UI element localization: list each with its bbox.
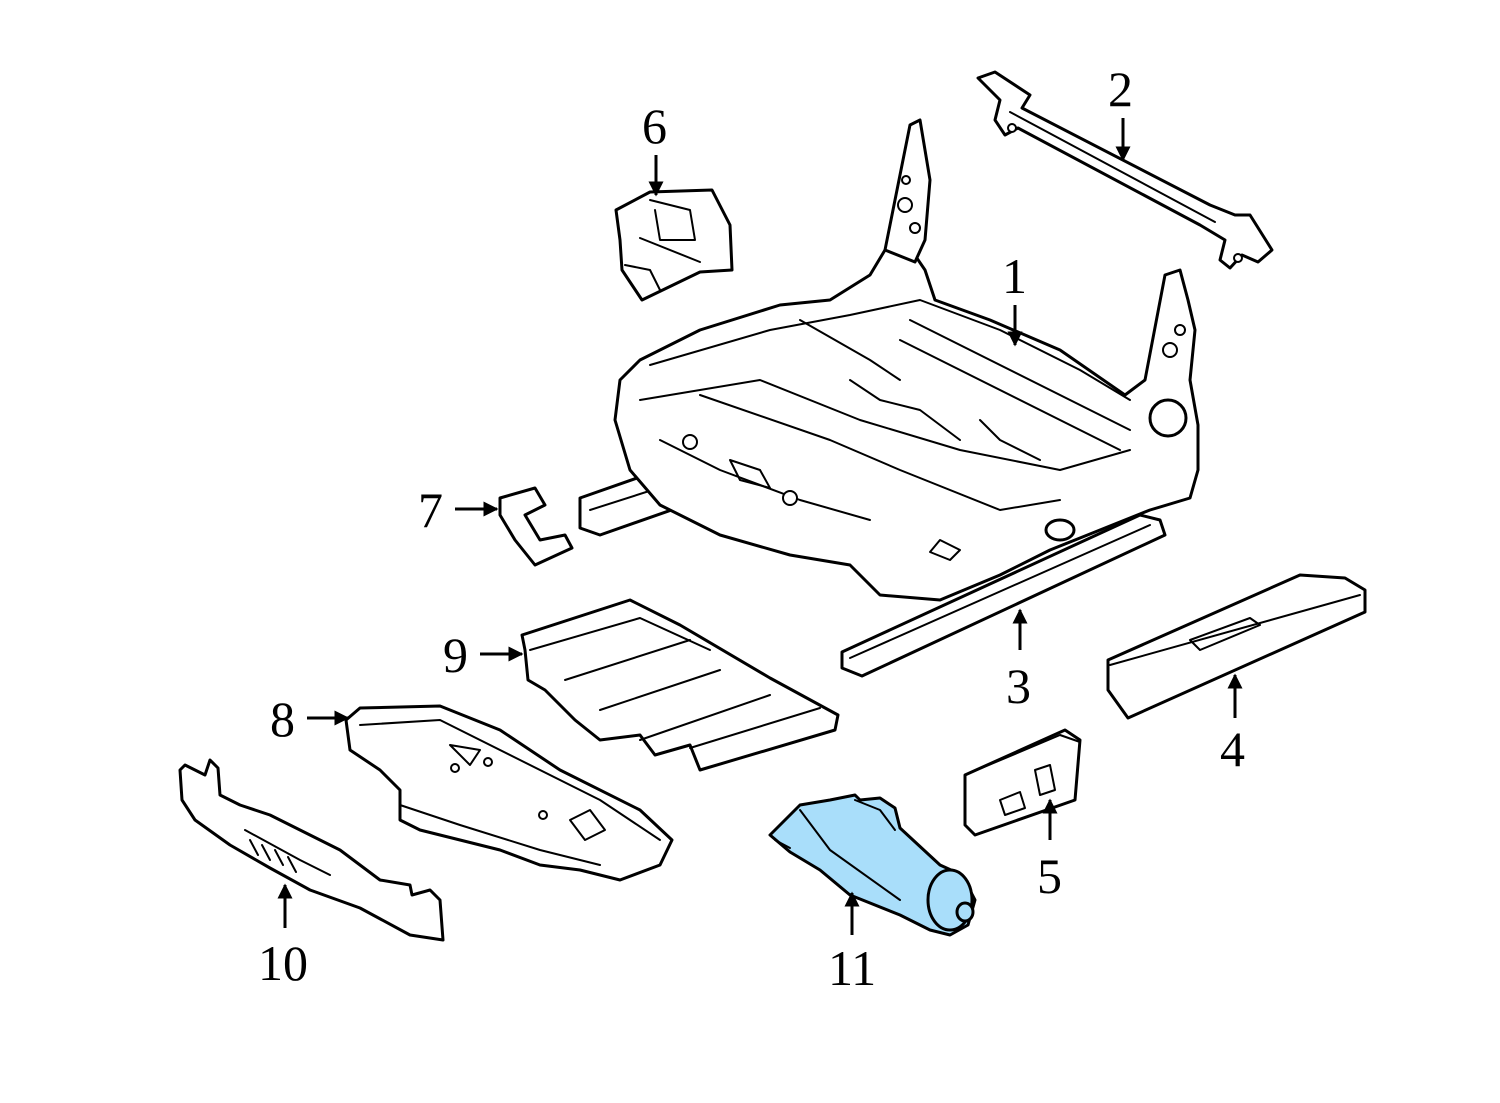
part-1-seat-frame	[613, 118, 1200, 602]
callout-3: 3	[1006, 658, 1031, 714]
part-11-motor	[768, 793, 977, 937]
part-9-cover	[520, 598, 840, 772]
callout-11: 11	[828, 940, 876, 996]
part-6-bracket	[614, 188, 734, 302]
part-2-cross-member	[976, 70, 1274, 270]
part-7-clip	[498, 486, 574, 567]
callout-9: 9	[443, 627, 468, 683]
callout-8: 8	[270, 691, 295, 747]
part-5-switch-module	[963, 728, 1082, 837]
callout-1: 1	[1002, 248, 1027, 304]
callout-5: 5	[1037, 848, 1062, 904]
part-4-rail	[1106, 573, 1367, 720]
part-10-trim	[178, 758, 445, 942]
part-3-rail	[840, 513, 1167, 678]
callout-7: 7	[418, 482, 443, 538]
callout-6: 6	[642, 98, 667, 154]
callout-4: 4	[1220, 721, 1245, 777]
callout-2: 2	[1108, 61, 1133, 117]
callout-10: 10	[258, 935, 308, 991]
part-8-seat-pan	[344, 704, 674, 882]
